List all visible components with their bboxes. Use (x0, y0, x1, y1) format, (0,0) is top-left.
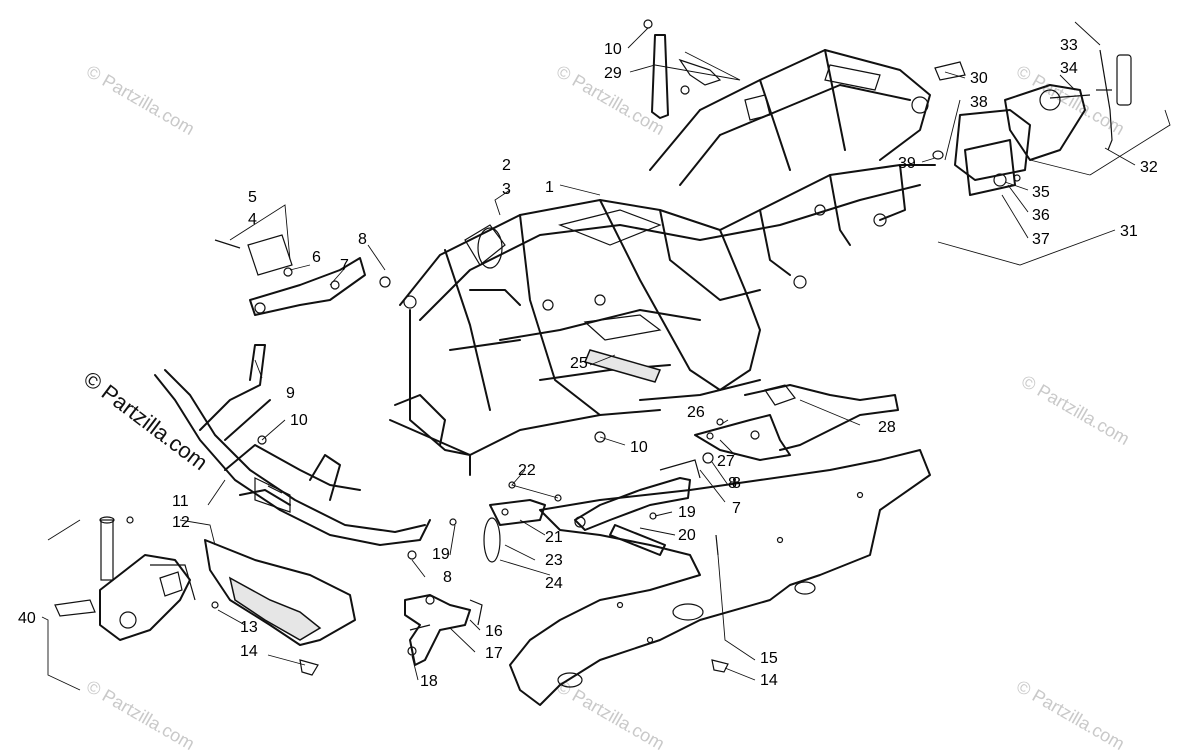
rear-hitch-assembly (932, 49, 1132, 196)
callout-8: 8 (728, 475, 737, 492)
callout-14: 14 (240, 643, 258, 660)
callout-9: 9 (286, 385, 295, 402)
callout-25: 25 (570, 355, 588, 372)
watermark: © Partzilla.com (1018, 371, 1133, 449)
callout-37: 37 (1032, 231, 1050, 248)
callout-19: 19 (678, 504, 696, 521)
callout-40: 40 (18, 610, 36, 627)
callout-28: 28 (878, 419, 896, 436)
callout-7: 7 (340, 257, 349, 274)
watermark: © Partzilla.com (83, 676, 198, 750)
leader-lines (41, 21, 1171, 691)
callout-17: 17 (485, 645, 503, 662)
front-bracket (214, 234, 391, 316)
callout-5: 5 (248, 189, 257, 206)
callout-24: 24 (545, 575, 563, 592)
front-bumper (154, 344, 431, 546)
callout-33: 33 (1060, 37, 1078, 54)
bracket-23 (483, 499, 546, 563)
callout-6: 6 (312, 249, 321, 266)
callout-39: 39 (898, 155, 916, 172)
callout-8: 8 (358, 231, 367, 248)
callout-30: 30 (970, 70, 988, 87)
bracket-29 (643, 19, 722, 119)
callout-18: 18 (420, 673, 438, 690)
callout-26: 26 (687, 404, 705, 421)
callout-20: 20 (678, 527, 696, 544)
callout-14: 14 (760, 672, 778, 689)
callout-38: 38 (970, 94, 988, 111)
callout-11: 11 (172, 493, 189, 510)
callout-10: 10 (604, 41, 622, 58)
callout-22: 22 (518, 462, 536, 479)
callout-7: 7 (732, 500, 741, 517)
watermark: © Partzilla.com (83, 61, 198, 139)
callout-4: 4 (248, 211, 257, 228)
callout-16: 16 (485, 623, 503, 640)
callout-31: 31 (1120, 223, 1138, 240)
watermark: © Partzilla.com (1013, 676, 1128, 750)
callout-3: 3 (502, 181, 511, 198)
callout-29: 29 (604, 65, 622, 82)
callout-36: 36 (1032, 207, 1050, 224)
footrest-bracket (694, 384, 899, 461)
callout-8: 8 (732, 475, 741, 492)
main-frame (389, 49, 936, 476)
callout-10: 10 (290, 412, 308, 429)
callout-10: 10 (630, 439, 648, 456)
hardware (257, 418, 724, 560)
callouts: 1 2 3 4 5 6 7 7 8 8 8 8 9 10 10 10 11 12… (18, 37, 1158, 690)
callout-12: 12 (172, 514, 190, 531)
callout-35: 35 (1032, 184, 1050, 201)
callout-34: 34 (1060, 60, 1078, 77)
callout-2: 2 (502, 157, 511, 174)
hitch-assembly (54, 516, 196, 641)
callout-21: 21 (545, 529, 563, 546)
callout-23: 23 (545, 552, 563, 569)
bracket-17 (404, 594, 483, 666)
main-skid-plate (509, 449, 931, 706)
callout-32: 32 (1140, 159, 1158, 176)
callout-1: 1 (545, 179, 554, 196)
callout-19: 19 (432, 546, 450, 563)
front-skid-plate (204, 539, 356, 676)
callout-13: 13 (240, 619, 258, 636)
callout-15: 15 (760, 650, 778, 667)
copyright-label: © Partzilla.com (79, 366, 212, 475)
callout-8: 8 (443, 569, 452, 586)
callout-27: 27 (717, 453, 735, 470)
